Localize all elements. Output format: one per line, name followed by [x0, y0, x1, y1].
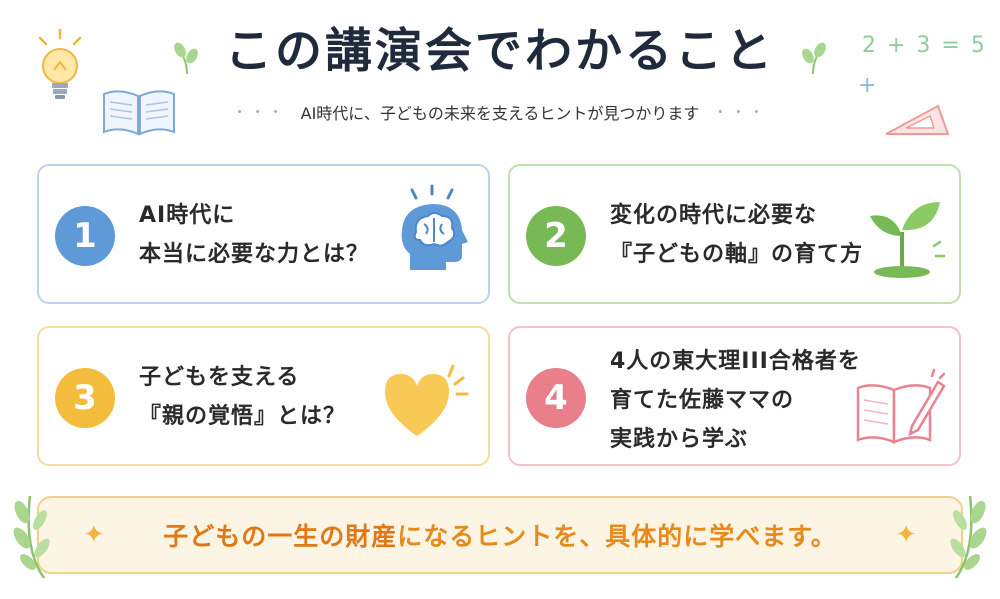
- card-text: 変化の時代に必要な 『子どもの軸』の育て方: [610, 196, 863, 274]
- lightbulb-icon: [38, 28, 82, 99]
- card-text: AI時代に 本当に必要な力とは？: [139, 196, 369, 274]
- card-number-badge: 4: [526, 368, 586, 428]
- topic-card-2: 2 変化の時代に必要な 『子どもの軸』の育て方: [508, 164, 961, 304]
- card-line: 本当に必要な力とは？: [139, 242, 370, 267]
- laurel-right-icon: [950, 495, 987, 579]
- card-line: 4人の東大理III合格者を: [610, 349, 861, 374]
- banner-text: 子どもの一生の財産になるヒントを、具体的に学べます。: [39, 498, 961, 572]
- card-line: 育てた佐藤ママの: [610, 388, 795, 413]
- banner-highlight: 子どもの一生の財産: [163, 522, 398, 551]
- card-line: 変化の時代に必要な: [610, 203, 818, 228]
- subtitle-dots-right: ・・・: [713, 105, 768, 121]
- topic-card-3: 3 子どもを支える 『親の覚悟』とは？: [37, 326, 490, 466]
- summary-banner: ✦ 子どもの一生の財産になるヒントを、具体的に学べます。 ✦: [37, 496, 963, 574]
- card-text: 子どもを支える 『親の覚悟』とは？: [139, 358, 346, 436]
- page-title: この講演会でわかること: [225, 24, 775, 79]
- sparkle-left-icon: ✦: [83, 520, 105, 550]
- card-line: AI時代に: [139, 203, 236, 228]
- plus-decoration: +: [858, 73, 877, 98]
- sparkle-right-icon: ✦: [895, 520, 917, 550]
- laurel-left-icon: [13, 495, 50, 579]
- card-line: 実践から学ぶ: [610, 427, 749, 452]
- brain-head-icon: [401, 184, 468, 270]
- subtitle-dots-left: ・・・: [232, 105, 287, 121]
- card-line: 『子どもの軸』の育て方: [610, 242, 864, 267]
- card-number-badge: 3: [55, 368, 115, 428]
- card-line: 『親の覚悟』とは？: [139, 404, 347, 429]
- card-text: 4人の東大理III合格者を 育てた佐藤ママの 実践から学ぶ: [610, 342, 861, 459]
- topic-card-1: 1 AI時代に 本当に必要な力とは？: [37, 164, 490, 304]
- sprout-icon: [870, 202, 946, 278]
- notebook-pen-icon: [856, 368, 946, 444]
- leaf-left-icon: [174, 42, 198, 75]
- card-line: 子どもを支える: [139, 365, 300, 390]
- topic-card-4: 4 4人の東大理III合格者を 育てた佐藤ママの 実践から学ぶ: [508, 326, 961, 466]
- triangle-ruler-icon: [885, 104, 950, 135]
- banner-rest: になるヒントを、具体的に学べます。: [397, 522, 837, 551]
- heart-icon: [385, 364, 469, 436]
- card-number-badge: 1: [55, 206, 115, 266]
- open-book-icon: [103, 90, 175, 136]
- leaf-right-icon: [802, 42, 826, 75]
- card-number-badge: 2: [526, 206, 586, 266]
- math-equation-decoration: 2 + 3 = 5: [862, 33, 987, 58]
- subtitle-row: ・・・ AI時代に、子どもの未来を支えるヒントが見つかります ・・・: [0, 100, 1000, 124]
- subtitle-text: AI時代に、子どもの未来を支えるヒントが見つかります: [300, 104, 700, 123]
